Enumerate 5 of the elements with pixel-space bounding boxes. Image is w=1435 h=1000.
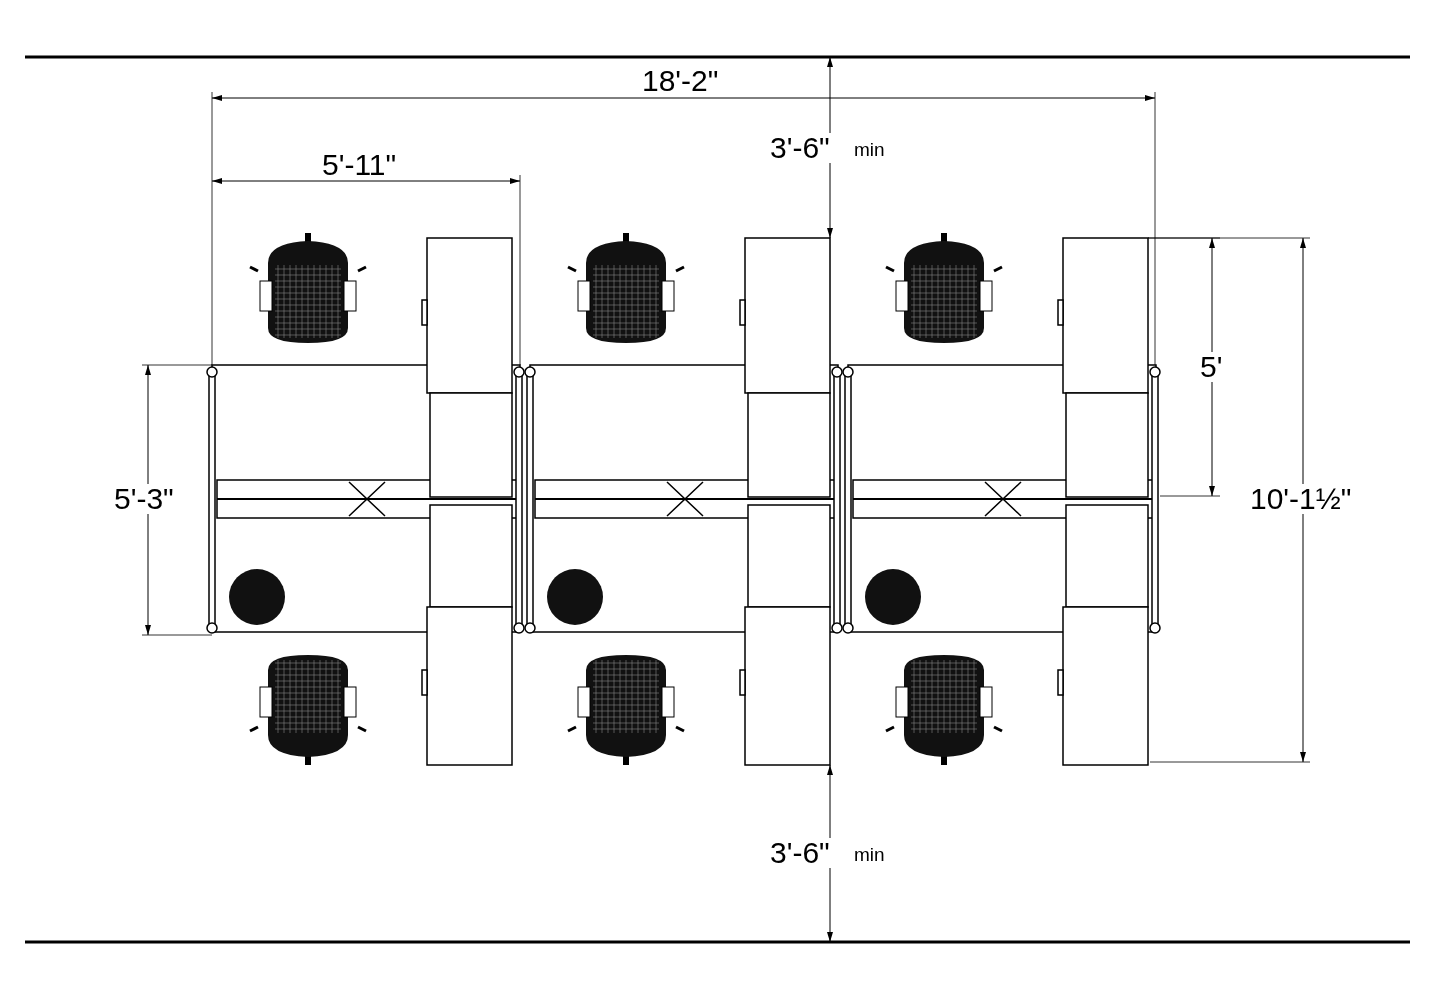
- dimension-label: min: [852, 140, 887, 159]
- dimension-label: min: [852, 845, 887, 864]
- dimension-label: 3'-6": [768, 133, 832, 163]
- dimension-label: 5'-3": [112, 484, 176, 514]
- dimension-label: 3'-6": [768, 838, 832, 868]
